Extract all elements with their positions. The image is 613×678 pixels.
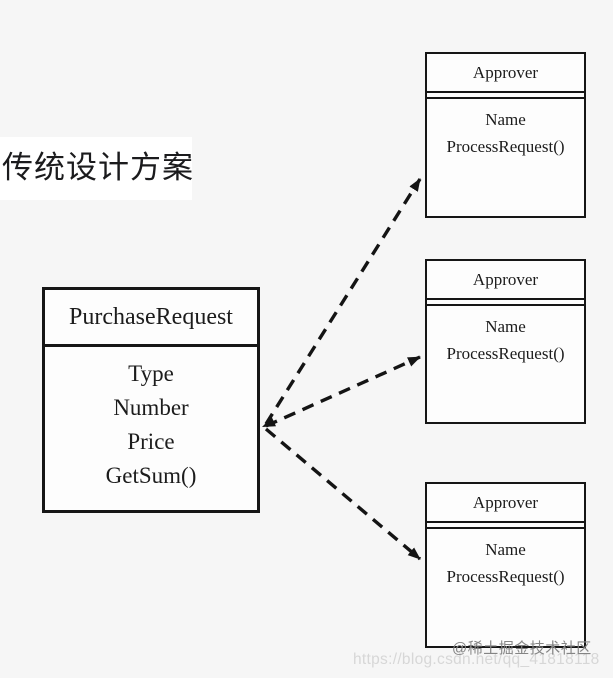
class-name: Approver	[427, 54, 584, 93]
class-member-processrequest: ProcessRequest()	[446, 344, 565, 363]
dependency-arrow-top	[264, 178, 422, 425]
class-member-processrequest: ProcessRequest()	[446, 137, 565, 156]
class-box-approver-3: Approver Name ProcessRequest()	[425, 482, 586, 648]
class-name: PurchaseRequest	[45, 290, 257, 347]
dependency-arrow-middle	[265, 355, 421, 428]
class-member-type: Type	[128, 361, 174, 386]
title-background	[0, 137, 192, 200]
class-members: Name ProcessRequest()	[427, 529, 584, 590]
class-member-name: Name	[485, 110, 526, 129]
class-member-name: Name	[485, 317, 526, 336]
class-name: Approver	[427, 484, 584, 523]
class-box-purchase-request: PurchaseRequest Type Number Price GetSum…	[42, 287, 260, 513]
class-box-approver-2: Approver Name ProcessRequest()	[425, 259, 586, 424]
watermark-community: @稀土掘金技术社区	[452, 640, 592, 657]
class-member-processrequest: ProcessRequest()	[446, 567, 565, 586]
watermark-url: https://blog.csdn.net/qq_41818118	[353, 651, 600, 668]
class-member-number: Number	[113, 395, 189, 420]
diagram-title: 传统设计方案	[2, 150, 194, 185]
header-divider	[427, 300, 584, 306]
arrowhead-into-purchase-request	[262, 417, 276, 427]
class-member-getsum: GetSum()	[105, 463, 197, 488]
class-name: Approver	[427, 261, 584, 300]
class-members: Name ProcessRequest()	[427, 99, 584, 160]
header-divider	[427, 93, 584, 99]
class-members: Name ProcessRequest()	[427, 306, 584, 367]
class-members: Type Number Price GetSum()	[45, 347, 257, 493]
class-box-approver-1: Approver Name ProcessRequest()	[425, 52, 586, 218]
class-member-price: Price	[127, 429, 175, 454]
class-member-name: Name	[485, 540, 526, 559]
dependency-arrow-bottom	[264, 427, 422, 561]
header-divider	[427, 523, 584, 529]
